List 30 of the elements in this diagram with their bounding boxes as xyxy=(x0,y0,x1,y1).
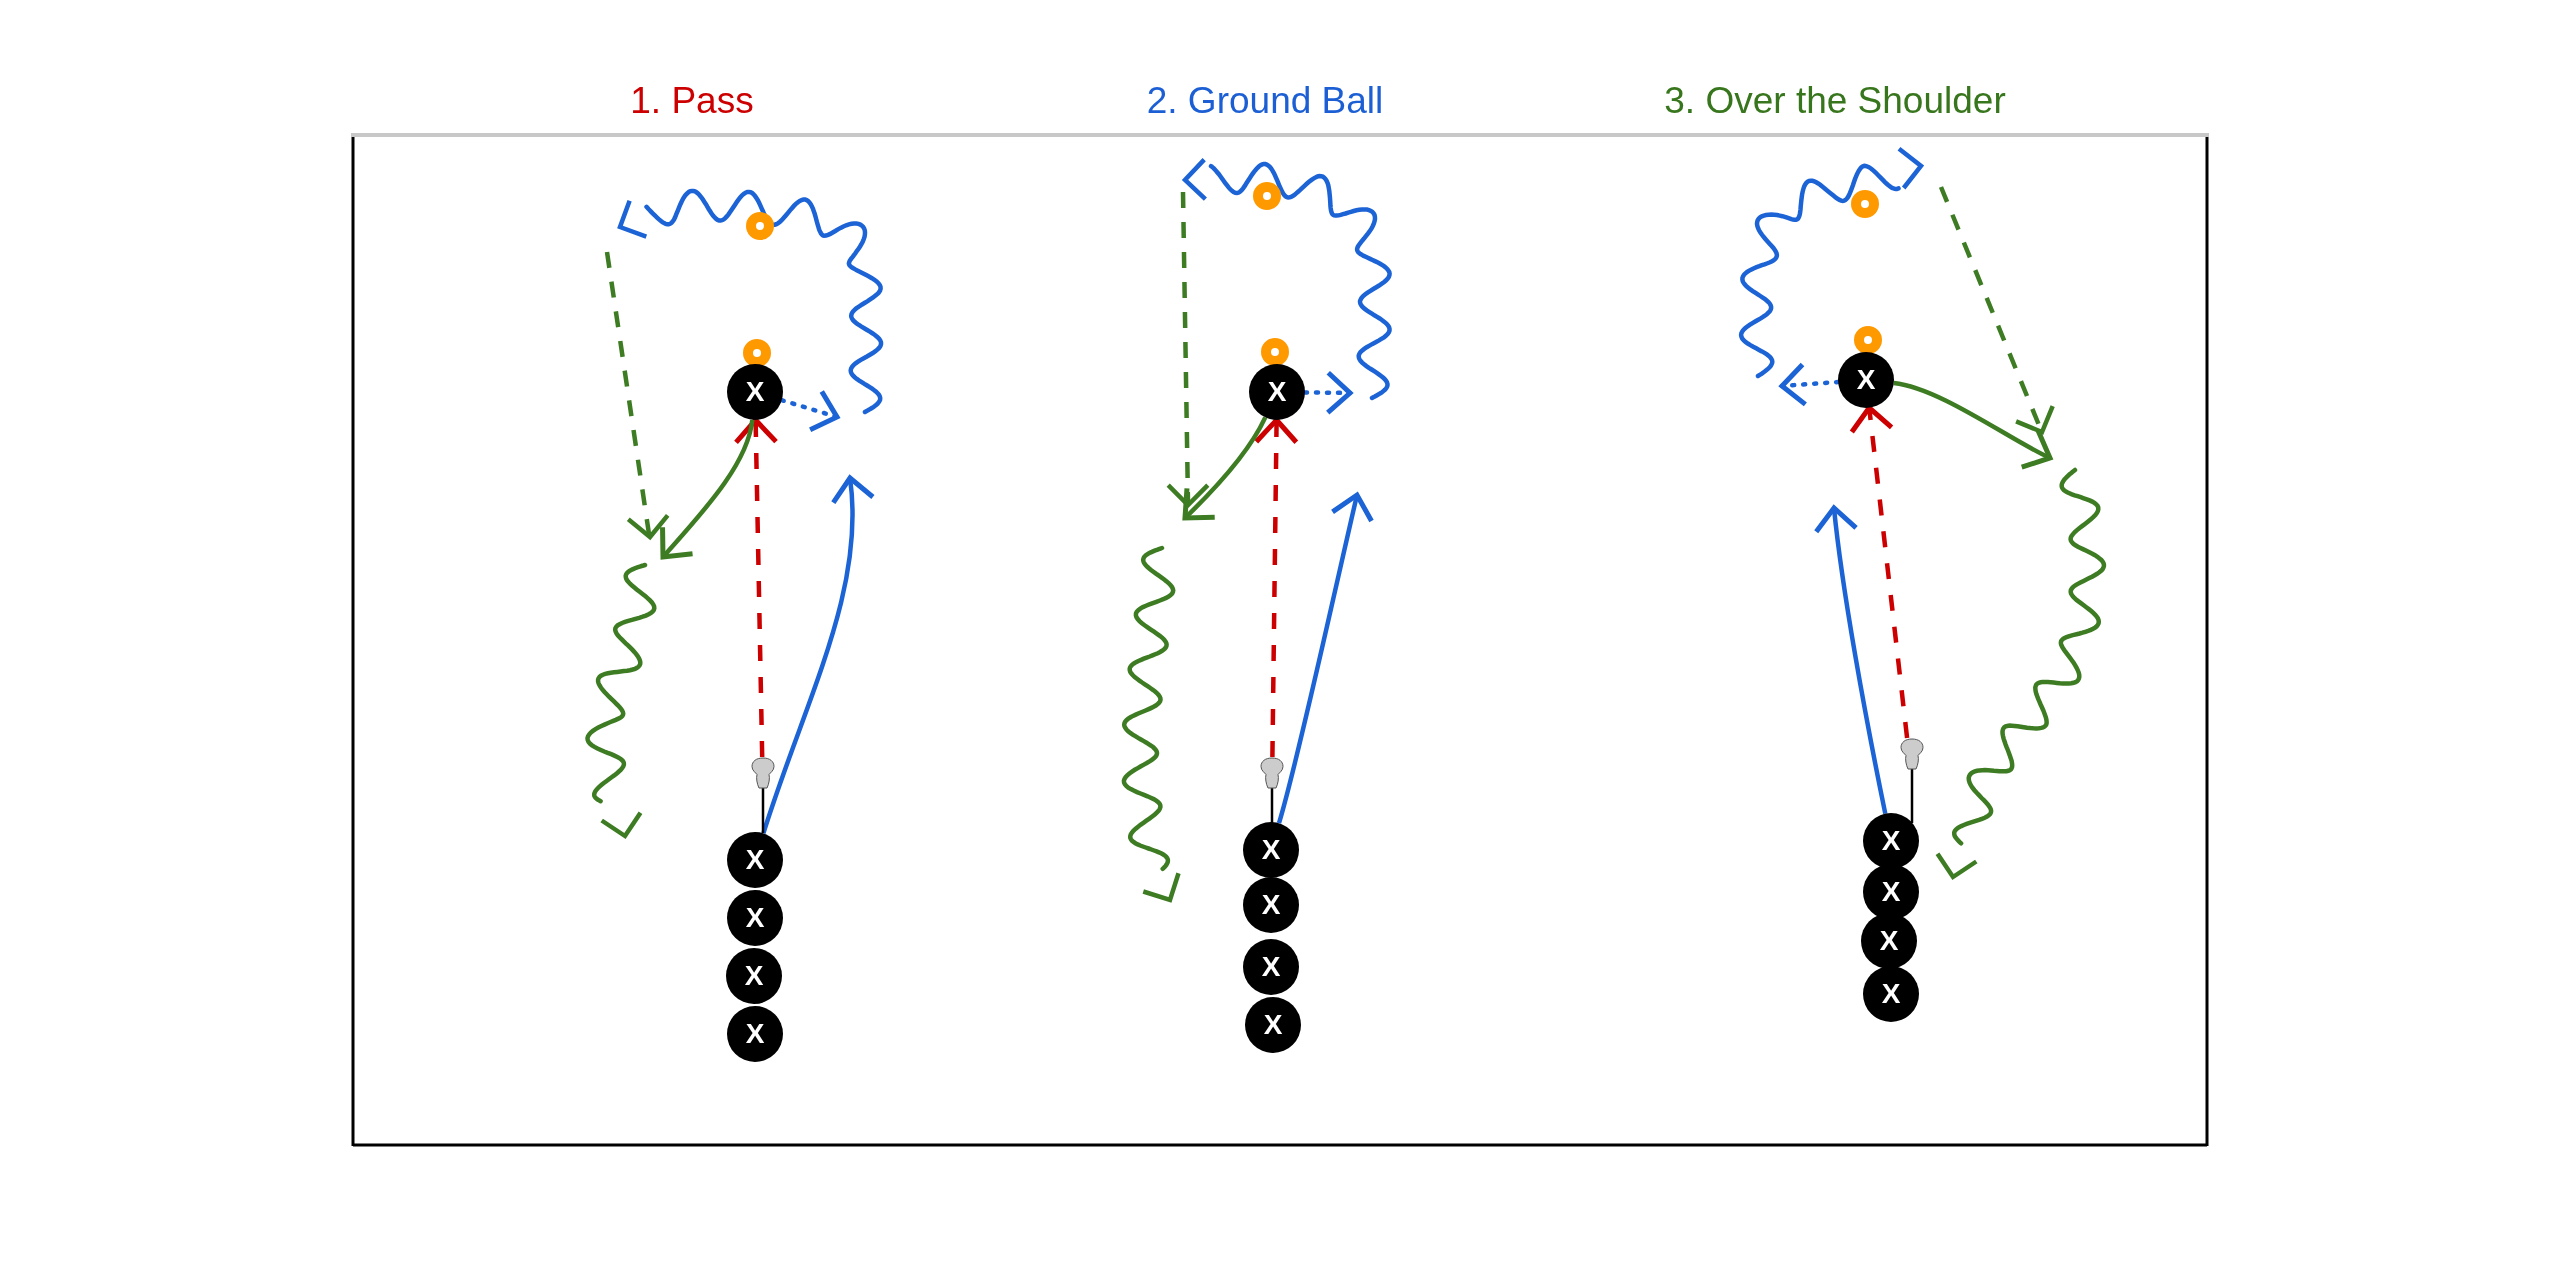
player-marker: X xyxy=(1863,813,1919,869)
player-marker: X xyxy=(1245,997,1301,1053)
dashed-arrow xyxy=(1253,417,1299,758)
player-marker: X xyxy=(1243,877,1299,933)
player-marker: X xyxy=(727,832,783,888)
dashed-arrow xyxy=(733,417,779,758)
player-marker: X xyxy=(727,890,783,946)
arrow xyxy=(660,419,755,560)
player-marker: X xyxy=(726,948,782,1004)
player-marker: X xyxy=(1243,939,1299,995)
player-marker: X xyxy=(1249,364,1305,420)
dotted-arrow xyxy=(779,388,840,433)
lacrosse-stick-icon xyxy=(1899,738,1925,823)
arrow xyxy=(1893,380,2053,469)
arrow xyxy=(761,475,875,834)
dashed-arrow xyxy=(1849,405,1910,739)
arrow xyxy=(1814,505,1888,815)
player-marker: X xyxy=(727,1006,783,1062)
player-marker: X xyxy=(1838,352,1894,408)
drill-title: 1. Pass xyxy=(630,79,754,123)
drill-title: 3. Over the Shoulder xyxy=(1664,79,2006,123)
drill-title: 2. Ground Ball xyxy=(1146,79,1384,123)
player-marker: X xyxy=(1863,966,1919,1022)
arrow xyxy=(1182,416,1268,521)
player-marker: X xyxy=(1861,913,1917,969)
lacrosse-stick-icon xyxy=(1259,757,1285,823)
arrow xyxy=(1276,492,1375,824)
player-marker: X xyxy=(727,364,783,420)
lacrosse-stick-icon xyxy=(750,757,776,833)
player-marker: X xyxy=(1243,822,1299,878)
